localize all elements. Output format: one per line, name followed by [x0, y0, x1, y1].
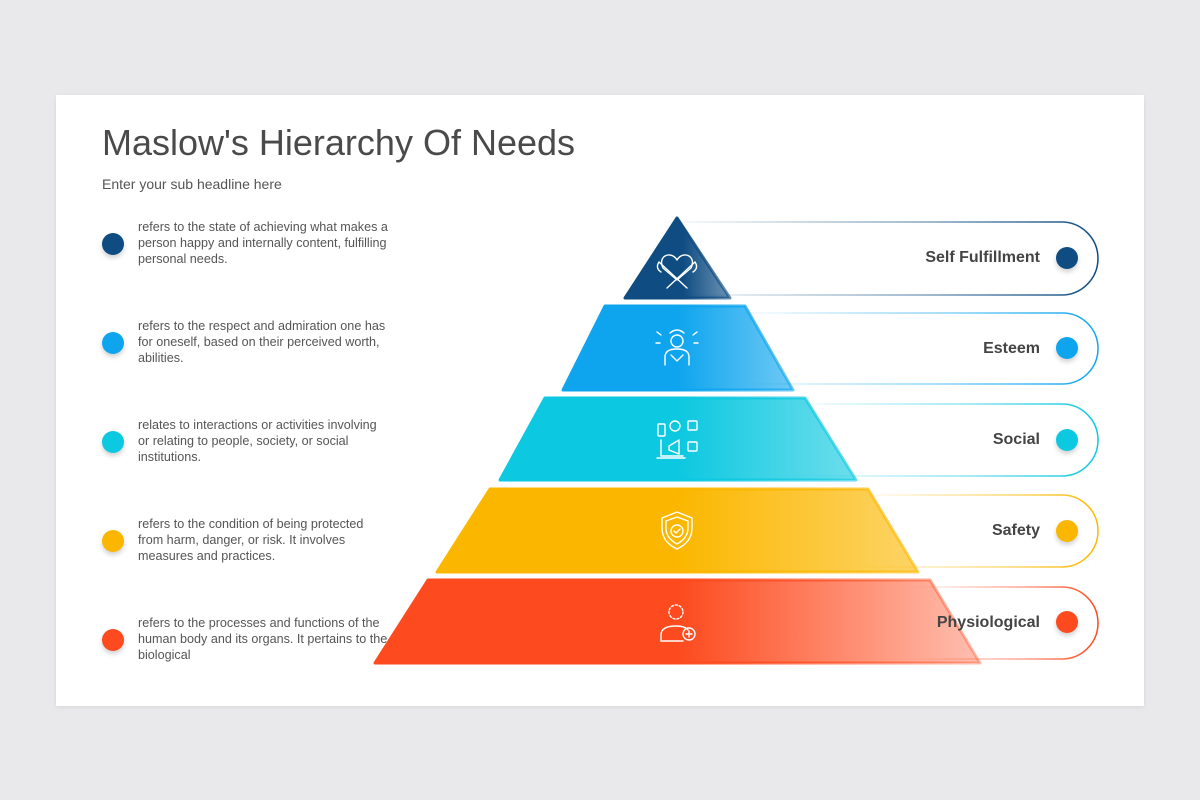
social-media-megaphone-icon — [656, 420, 698, 459]
description-item-social: relates to interactions or activities in… — [102, 417, 392, 467]
level-label-safety: Safety — [991, 522, 1040, 539]
level-outline-esteem — [725, 312, 1099, 385]
self-love-hug-icon — [656, 254, 698, 289]
level-dot — [102, 233, 124, 255]
description-text: refers to the respect and admiration one… — [138, 319, 386, 365]
level-dot-esteem — [1056, 337, 1078, 359]
description-item-physiological: refers to the processes and functions of… — [102, 615, 392, 665]
description-text: relates to interactions or activities in… — [138, 418, 377, 464]
level-label-social: Social — [992, 431, 1040, 448]
pyramid-layer-self-fulfillment — [623, 216, 732, 300]
pyramid-layer-esteem — [561, 304, 795, 392]
level-dot-physiological — [1056, 611, 1078, 633]
pyramid-layer-social — [498, 396, 858, 482]
description-text: refers to the processes and functions of… — [138, 616, 388, 662]
pyramid-layer-physiological — [373, 578, 982, 665]
confident-person-icon — [655, 329, 699, 366]
level-dot — [102, 332, 124, 354]
health-person-icon — [660, 604, 696, 642]
level-label-esteem: Esteem — [983, 340, 1040, 357]
level-dot-self-fulfillment — [1056, 247, 1078, 269]
level-label-physiological: Physiological — [936, 614, 1040, 631]
level-outline-physiological — [910, 586, 1099, 660]
description-item-safety: refers to the condition of being protect… — [102, 516, 392, 566]
level-dot — [102, 629, 124, 651]
description-item-self-fulfillment: refers to the state of achieving what ma… — [102, 219, 392, 269]
level-dot-safety — [1056, 520, 1078, 542]
level-label-self-fulfillment: Self Fulfillment — [925, 249, 1040, 266]
level-dot — [102, 530, 124, 552]
level-dot — [102, 431, 124, 453]
shield-check-icon — [661, 511, 693, 550]
page-title: Maslow's Hierarchy Of Needs — [102, 122, 576, 163]
level-outline-social — [785, 403, 1099, 477]
level-outline-self-fulfillment — [657, 221, 1099, 296]
level-dot-social — [1056, 429, 1078, 451]
level-outline-safety — [848, 494, 1099, 568]
page-subtitle: Enter your sub headline here — [102, 176, 282, 192]
description-text: refers to the condition of being protect… — [138, 517, 364, 563]
description-text: refers to the state of achieving what ma… — [138, 220, 388, 266]
description-item-esteem: refers to the respect and admiration one… — [102, 318, 392, 368]
pyramid-layer-safety — [435, 487, 920, 574]
